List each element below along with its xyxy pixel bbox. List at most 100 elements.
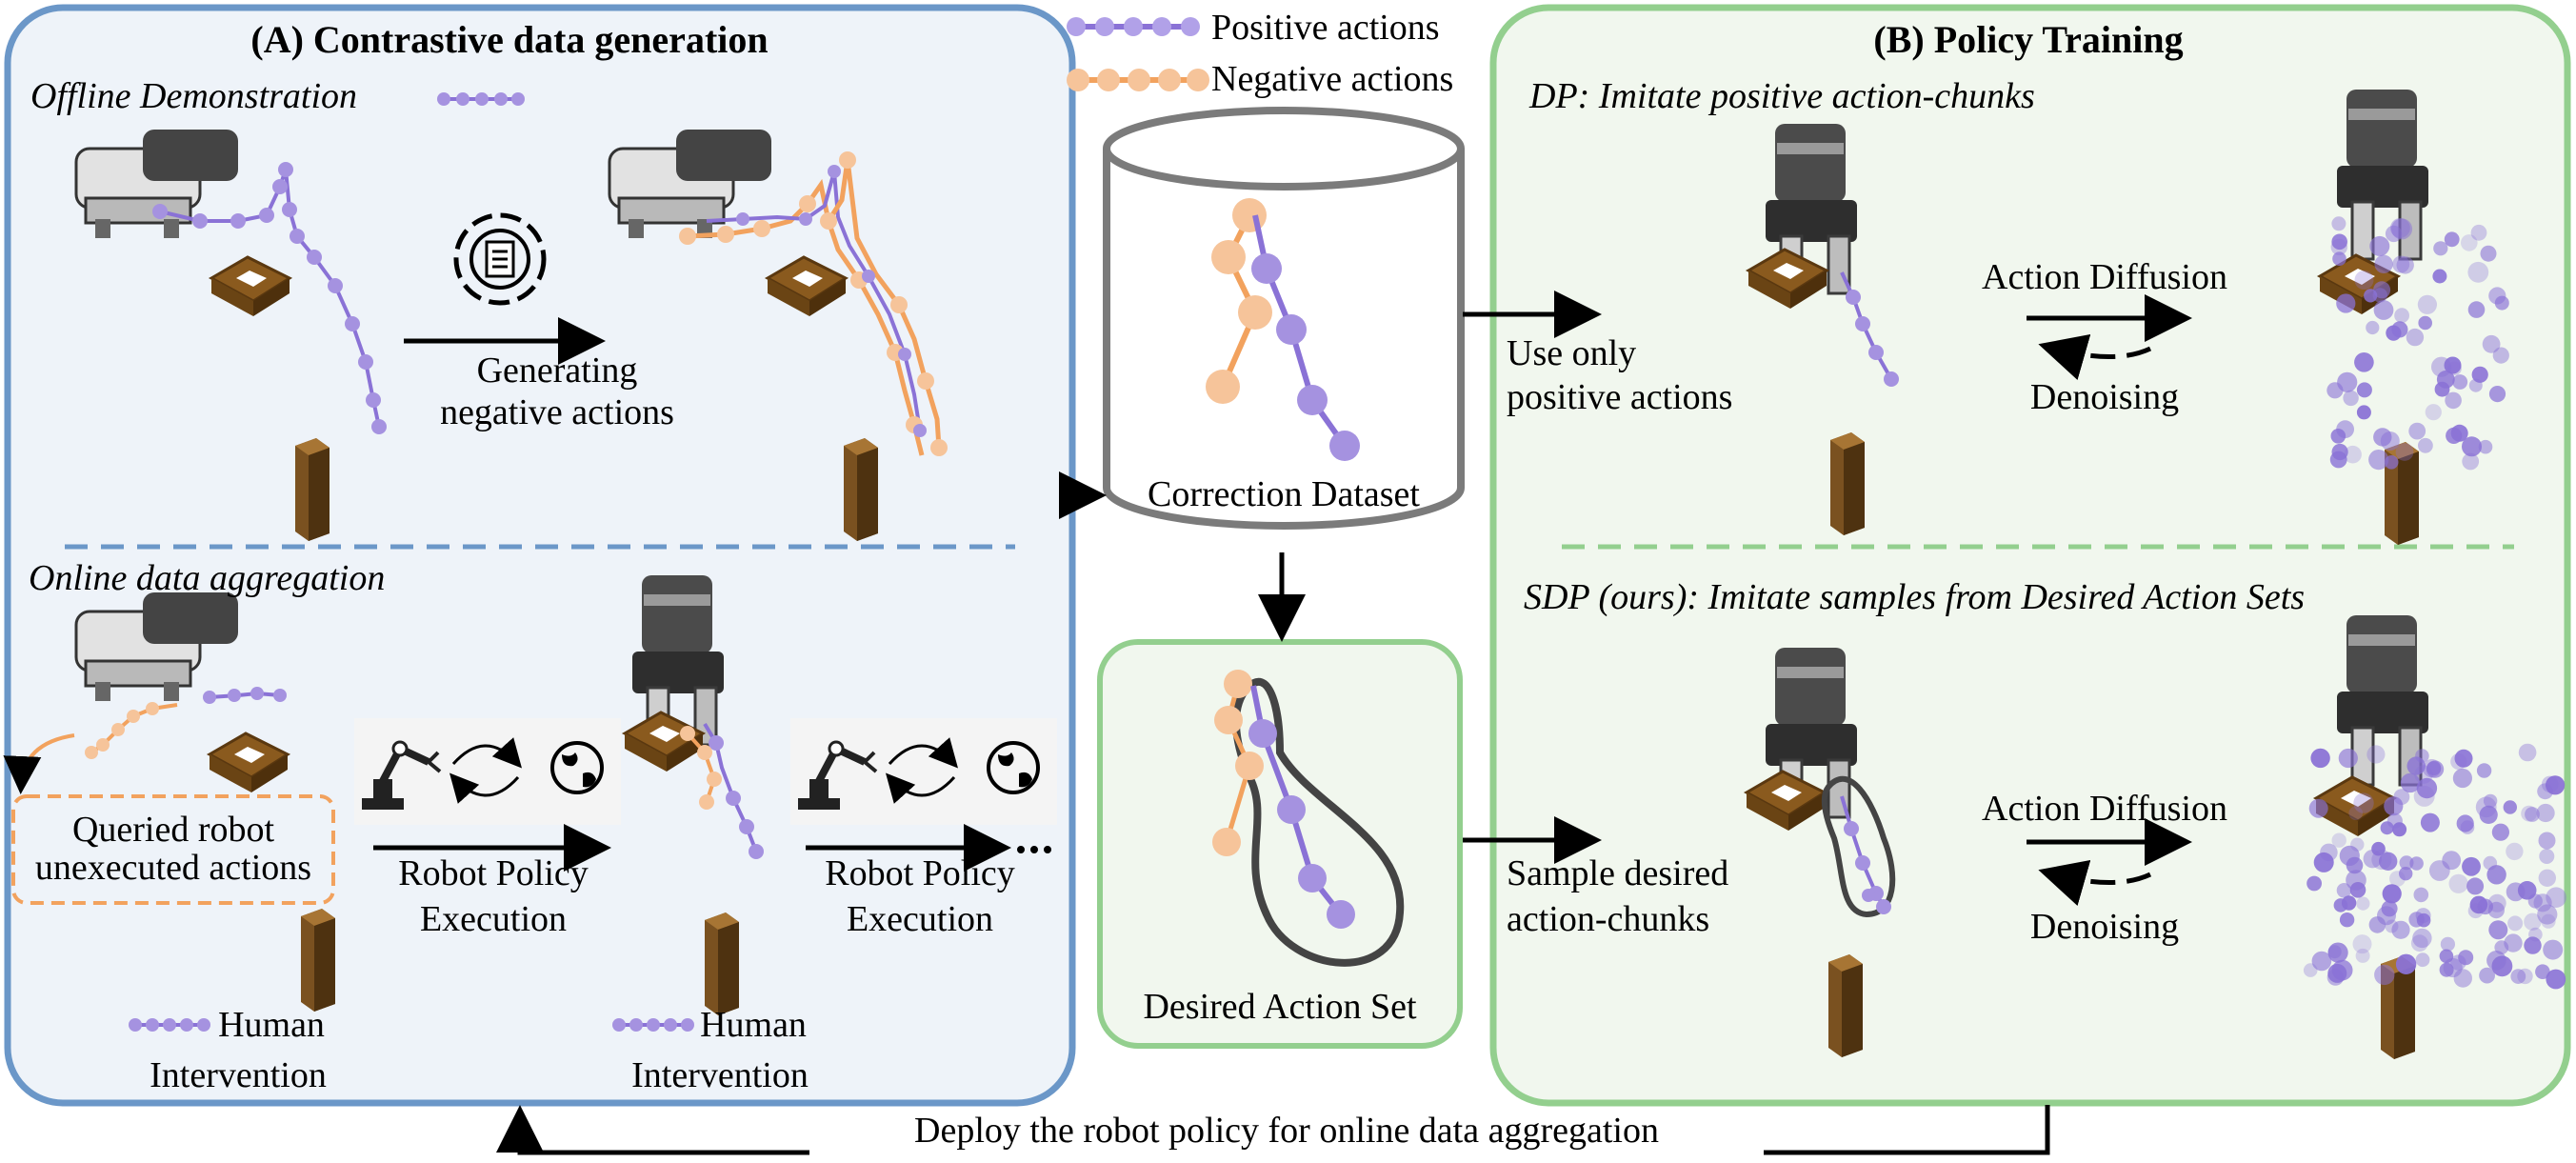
diffusion-sample-dot: [2320, 843, 2338, 862]
offline-scene-left: [74, 128, 387, 541]
execution-label-2a: Robot Policy: [825, 853, 1015, 893]
queried-label-1: Queried robot: [71, 810, 275, 850]
diffusion-sample-dot: [2528, 927, 2543, 942]
diffusion-sample-dot: [2311, 951, 2332, 972]
diffusion-sample-dot: [2337, 371, 2358, 392]
diffusion-sample-dot: [2483, 793, 2498, 809]
diffusion-sample-dot: [2412, 928, 2432, 949]
diffusion-sample-dot: [2486, 951, 2506, 971]
diffusion-sample-dot: [2338, 748, 2358, 769]
diffusion-sample-dot: [2416, 912, 2431, 928]
diffusion-sample-dot: [2487, 901, 2505, 919]
legend-negative-label: Negative actions: [1211, 59, 1454, 99]
diffusion-sample-dot: [2408, 422, 2426, 440]
diffusion-sample-dot: [2440, 936, 2455, 952]
diffusion-sample-dot: [2374, 964, 2395, 986]
diffusion-sample-dot: [2462, 436, 2482, 457]
diffusion-sample-dot: [2417, 294, 2437, 314]
diffusion-sample-dot: [2475, 796, 2497, 818]
sdp-denoising-label: Denoising: [2029, 907, 2180, 947]
diffusion-sample-dot: [2356, 405, 2371, 420]
diffusion-sample-dot: [2521, 805, 2538, 822]
diffusion-sample-dot: [2329, 451, 2347, 469]
diffusion-sample-dot: [2386, 325, 2402, 341]
diffusion-sample-dot: [2399, 855, 2414, 871]
diffusion-sample-dot: [2392, 822, 2407, 837]
diffusion-sample-dot: [2450, 954, 2466, 971]
panel-a-title: (A) Contrastive data generation: [250, 18, 769, 61]
diffusion-sample-dot: [2327, 945, 2342, 959]
execution-icons-1: [354, 718, 621, 825]
diffusion-sample-dot: [2331, 233, 2347, 251]
sample-label-1: Sample desired: [1507, 853, 1729, 893]
diffusion-sample-dot: [2467, 261, 2489, 283]
diffusion-sample-dot: [2479, 805, 2498, 825]
diffusion-sample-dot: [2348, 806, 2363, 820]
diffusion-sample-dot: [2385, 225, 2403, 243]
diffusion-sample-dot: [2384, 455, 2399, 470]
diffusion-sample-dot: [2452, 374, 2468, 390]
queried-label-2: unexecuted actions: [34, 848, 312, 888]
diffusion-sample-dot: [2385, 919, 2399, 933]
dataset-trajectories: [1206, 198, 1360, 461]
diffusion-sample-dot: [2381, 900, 2398, 917]
diffusion-sample-dot: [2333, 898, 2348, 912]
diffusion-sample-dot: [2396, 256, 2414, 274]
execution-label-1b: Execution: [419, 899, 568, 939]
diffusion-sample-dot: [2503, 800, 2517, 814]
diffusion-sample-dot: [2336, 293, 2356, 313]
diffusion-sample-dot: [2537, 904, 2558, 925]
diffusion-sample-dot: [2380, 821, 2394, 835]
diffusion-sample-dot: [2306, 875, 2323, 892]
execution-label-1a: Robot Policy: [398, 853, 589, 893]
diffusion-sample-dot: [2394, 308, 2410, 324]
diffusion-sample-dot: [2354, 352, 2374, 372]
diffusion-sample-dot: [2346, 856, 2364, 874]
feedback-label-backdrop: [809, 1111, 1764, 1158]
diffusion-sample-dot: [2478, 439, 2493, 454]
diffusion-sample-dot: [2353, 792, 2374, 813]
feedback-label: Deploy the robot policy for online data …: [914, 1111, 1659, 1151]
diffusion-sample-dot: [2332, 251, 2346, 267]
diffusion-sample-dot: [2366, 745, 2386, 764]
human-label-1b: Intervention: [150, 1055, 327, 1095]
generating-label-1: Generating: [476, 351, 638, 391]
diffusion-sample-dot: [2426, 761, 2442, 776]
diffusion-sample-dot: [2488, 920, 2508, 940]
diffusion-sample-dot: [2369, 235, 2390, 256]
diffusion-sample-dot: [2518, 743, 2537, 762]
use-only-label-2: positive actions: [1507, 377, 1733, 417]
diffusion-sample-dot: [2406, 328, 2425, 347]
diffusion-sample-dot: [2382, 884, 2402, 904]
diffusion-sample-dot: [2368, 916, 2386, 933]
diffusion-sample-dot: [2527, 893, 2543, 909]
diffusion-sample-dot: [2480, 245, 2497, 262]
diffusion-sample-dot: [2469, 895, 2488, 914]
diffusion-sample-dot: [2444, 231, 2460, 248]
diffusion-sample-dot: [2492, 347, 2509, 364]
diffusion-sample-dot: [2373, 281, 2391, 299]
online-heading: Online data aggregation: [29, 558, 386, 598]
diffusion-sample-dot: [2352, 934, 2372, 954]
diffusion-sample-dot: [2539, 849, 2555, 864]
diffusion-sample-dot: [2445, 391, 2462, 410]
diffusion-sample-dot: [2453, 969, 2472, 988]
diffusion-sample-dot: [2346, 870, 2366, 891]
diffusion-sample-dot: [2310, 748, 2330, 769]
online-scene-middle: [623, 573, 764, 1015]
diffusion-sample-dot: [2546, 775, 2566, 795]
sdp-heading: SDP (ours): Imitate samples from Desired…: [1524, 577, 2306, 617]
queried-actions-box: [11, 794, 335, 905]
diffusion-sample-dot: [2466, 877, 2485, 895]
human-intervention-marker-2: [612, 1018, 694, 1032]
continuation-dots: [1017, 846, 1051, 853]
diffusion-sample-dot: [2456, 814, 2474, 832]
diffusion-sample-dot: [2543, 939, 2564, 960]
diffusion-sample-dot: [2436, 371, 2455, 389]
human-label-2a: Human: [700, 1005, 807, 1045]
dataset-label: Correction Dataset: [1148, 474, 1420, 514]
diffusion-sample-dot: [2374, 254, 2393, 273]
diffusion-sample-dot: [2331, 959, 2353, 981]
diffusion-sample-dot: [2533, 893, 2552, 912]
dp-denoising-arrow: [2038, 333, 2152, 381]
